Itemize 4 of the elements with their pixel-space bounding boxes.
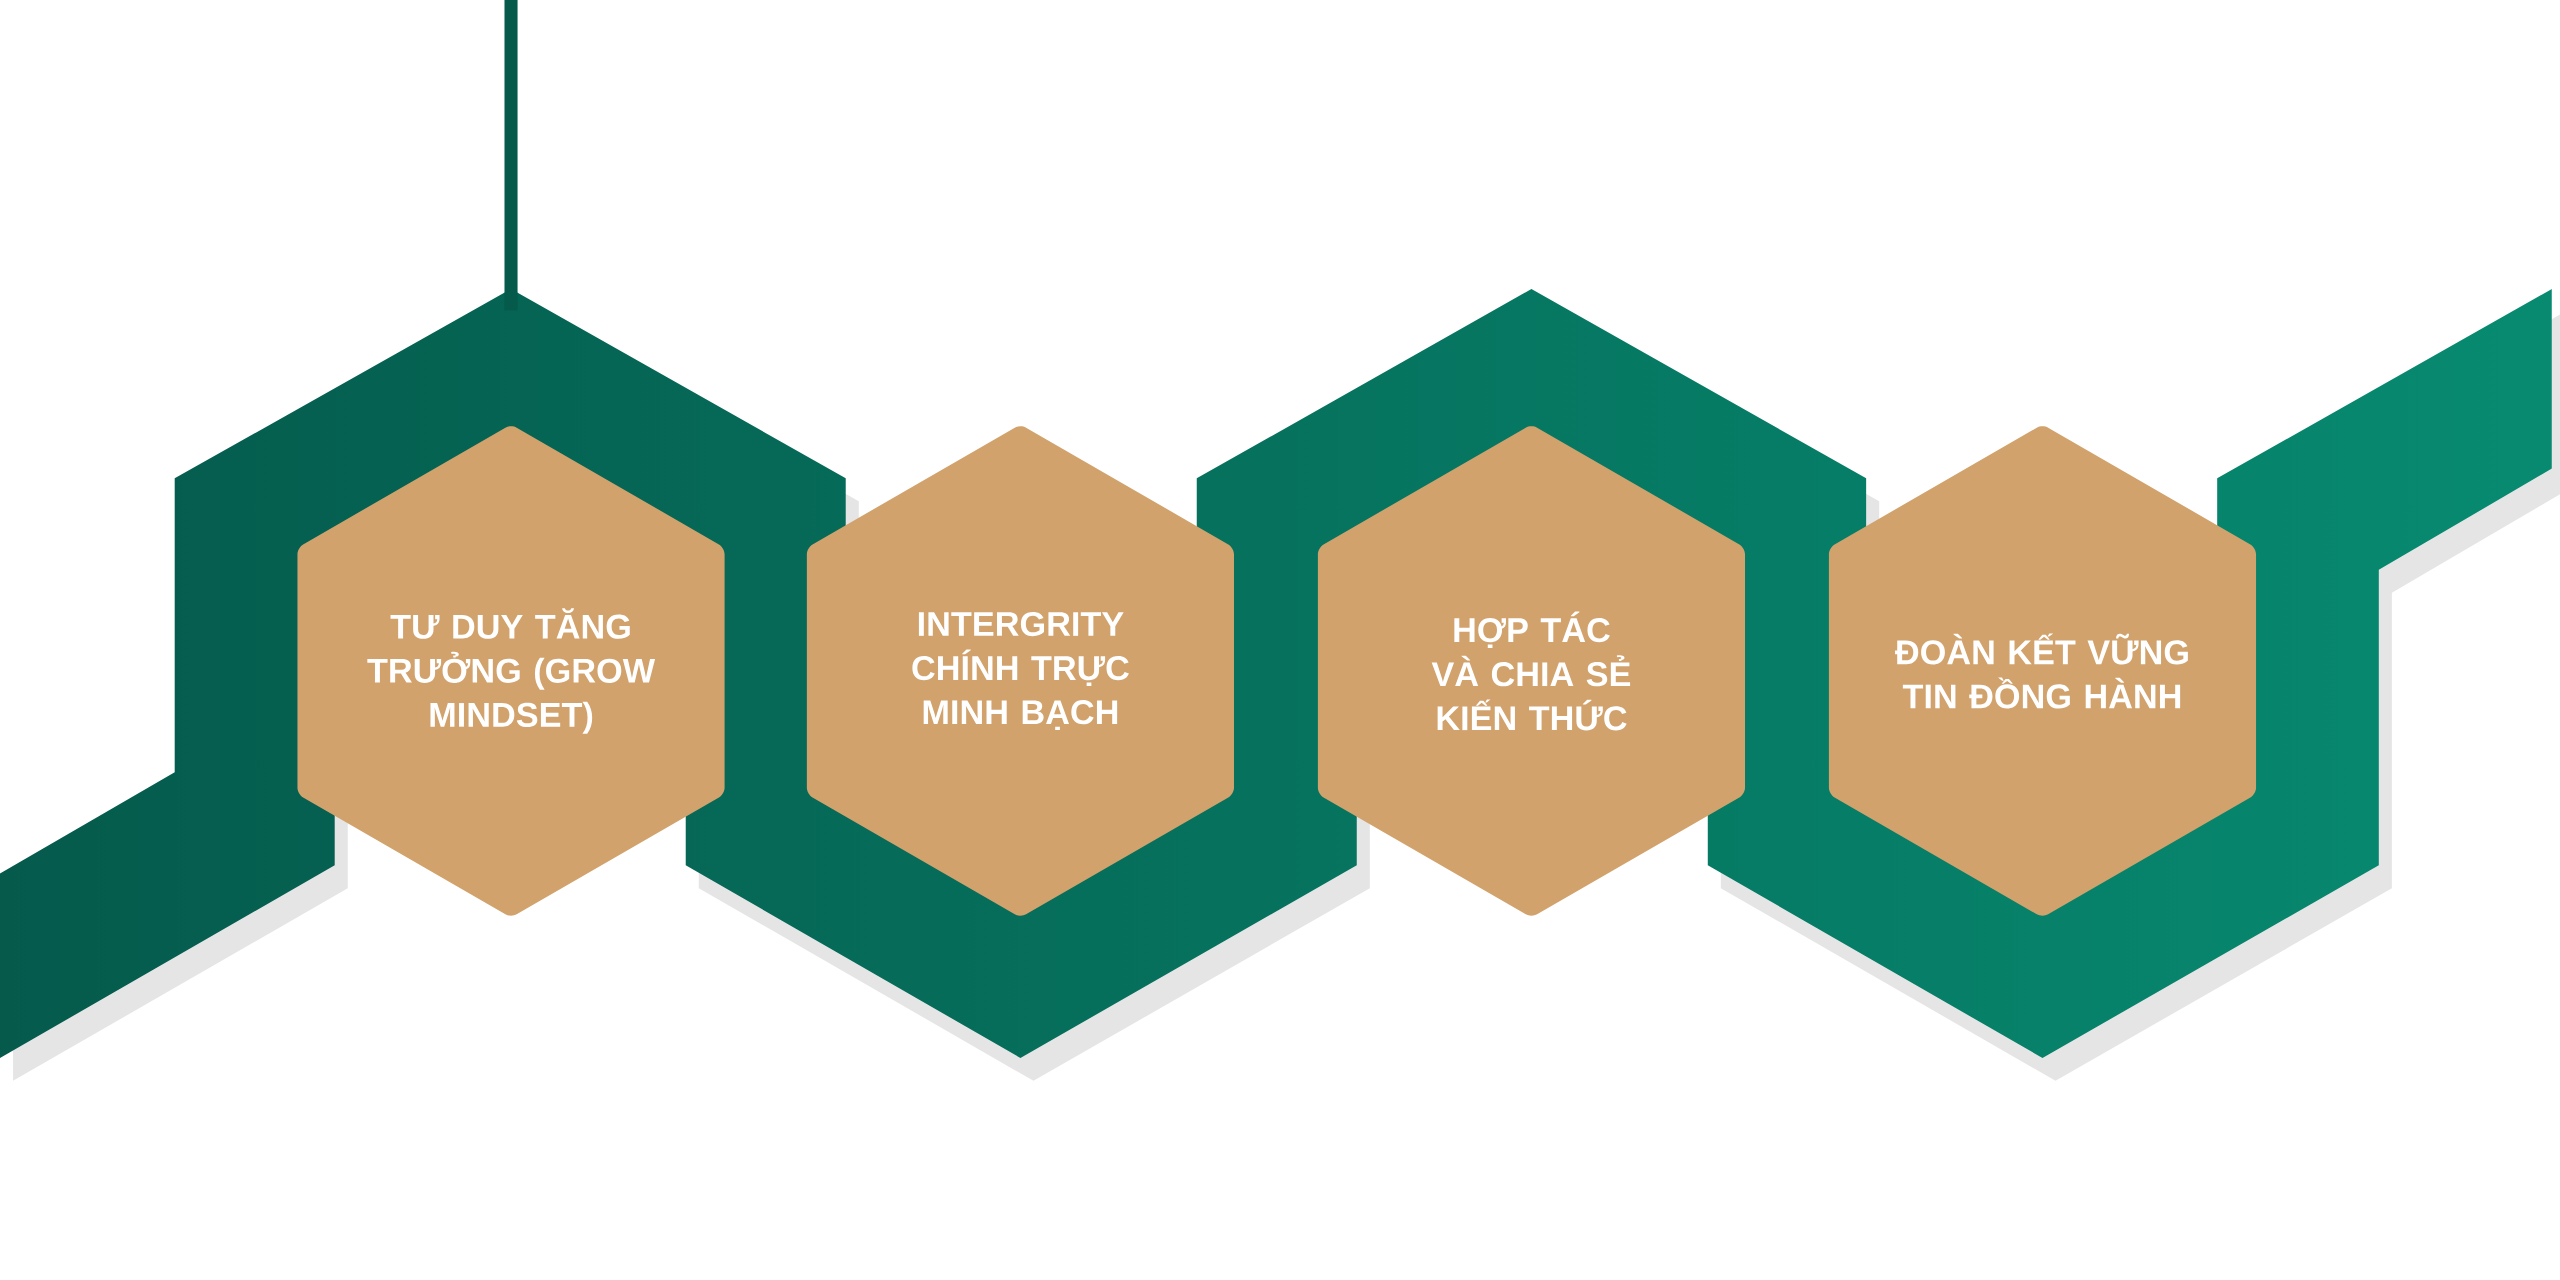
hexagon-box: HỢP TÁC VÀ CHIA SẺ KIẾN THỨC — [1317, 426, 1745, 916]
hexagon-box: TƯ DUY TĂNG TRƯỞNG (GROW MINDSET) — [297, 426, 725, 916]
hexagon-box: INTERGRITY CHÍNH TRỰC MINH BẠCH — [806, 426, 1234, 916]
hexagon-box: ĐOÀN KẾT VỮNG TIN ĐỒNG HÀNH — [1828, 426, 2257, 916]
